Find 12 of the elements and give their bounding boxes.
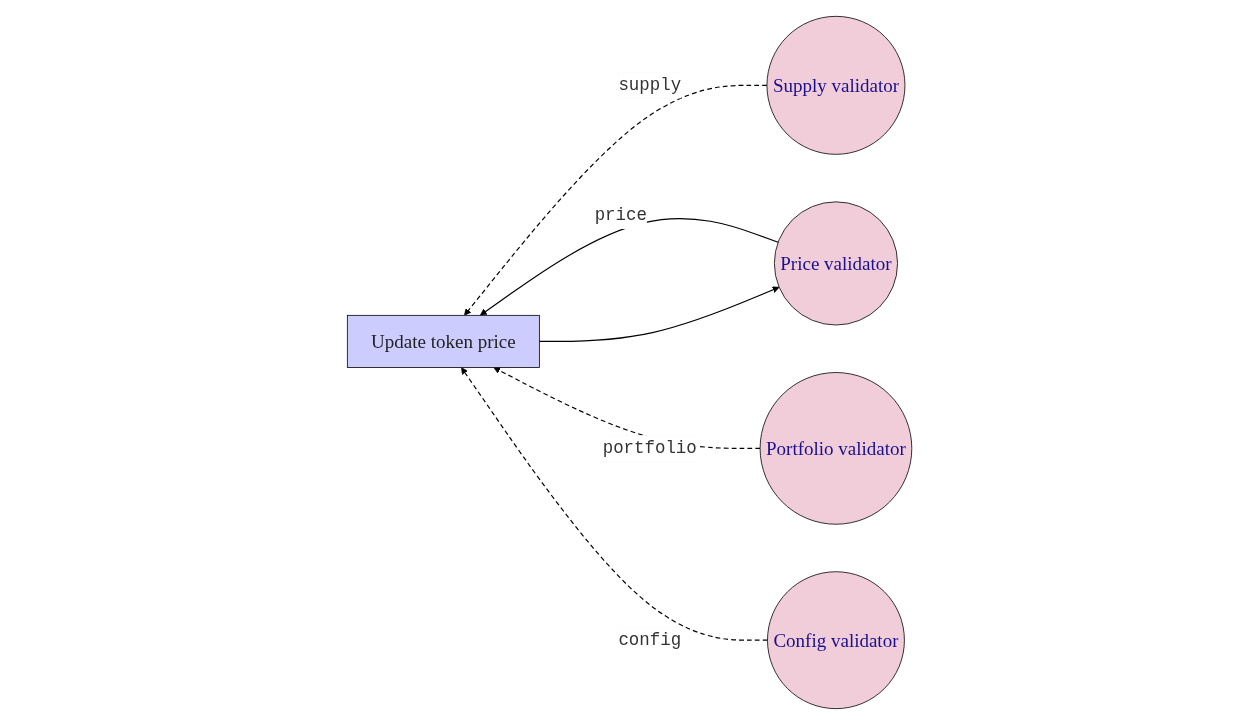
arrow <box>464 84 768 316</box>
arrow <box>539 286 780 343</box>
edge-label: portfolio <box>603 438 698 459</box>
edge-label: config <box>618 630 682 651</box>
node-circle: Config validator <box>767 571 906 710</box>
arrow <box>480 217 780 316</box>
node-box: Update token price <box>347 314 541 368</box>
edge-label: price <box>595 205 648 226</box>
node-circle: Portfolio validator <box>760 372 913 525</box>
node-circle: Price validator <box>774 201 899 326</box>
edge-label: supply <box>618 75 682 96</box>
node-circle: Supply validator <box>766 15 906 155</box>
